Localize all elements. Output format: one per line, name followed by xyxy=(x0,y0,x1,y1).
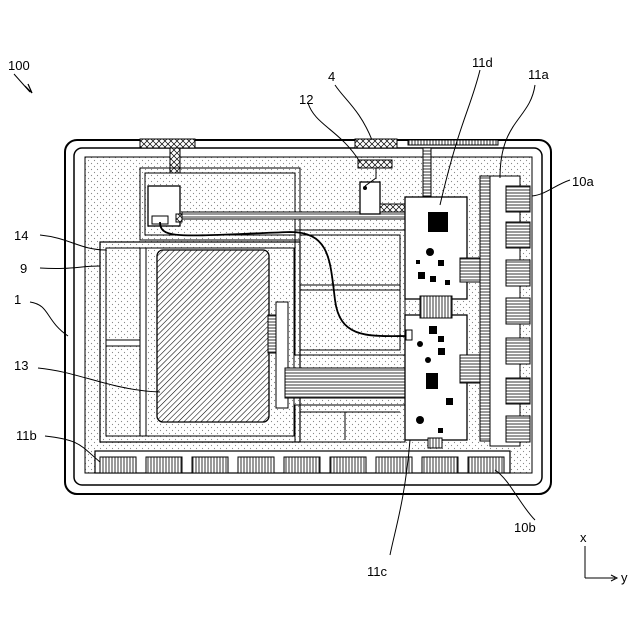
label-strip-bottom: 11b xyxy=(16,428,37,443)
top-slot-left xyxy=(140,139,195,148)
board-connector-top xyxy=(423,148,431,196)
label-axis-y: y xyxy=(621,570,628,585)
port-4 xyxy=(355,139,397,148)
label-terminals-right: 10a xyxy=(572,174,594,189)
label-terminals-bottom: 10b xyxy=(514,520,536,535)
label-axis-x: x xyxy=(580,530,587,545)
camera-module xyxy=(148,186,182,226)
label-port-top: 4 xyxy=(328,69,335,84)
label-antenna: 12 xyxy=(299,92,313,107)
terminals-10a xyxy=(506,186,530,442)
top-slot-right xyxy=(408,140,498,145)
label-strip-right: 11a xyxy=(528,67,549,82)
label-board-top: 11d xyxy=(472,55,493,70)
label-battery: 13 xyxy=(14,358,28,373)
label-housing: 1 xyxy=(14,292,21,307)
board-11d xyxy=(405,197,467,299)
label-device: 100 xyxy=(8,58,30,73)
battery-13 xyxy=(157,250,269,422)
board-11c-bottom-connector xyxy=(428,438,442,448)
coax-plug xyxy=(406,330,412,340)
label-frame: 9 xyxy=(20,261,27,276)
board-11c xyxy=(405,315,467,440)
axis-indicator xyxy=(585,546,617,581)
label-board-bottom: 11c xyxy=(367,564,387,579)
board-interconnect xyxy=(420,296,452,318)
terminals-10b xyxy=(100,457,504,473)
flex-cable-mid xyxy=(285,368,407,398)
label-bracket: 14 xyxy=(14,228,28,243)
